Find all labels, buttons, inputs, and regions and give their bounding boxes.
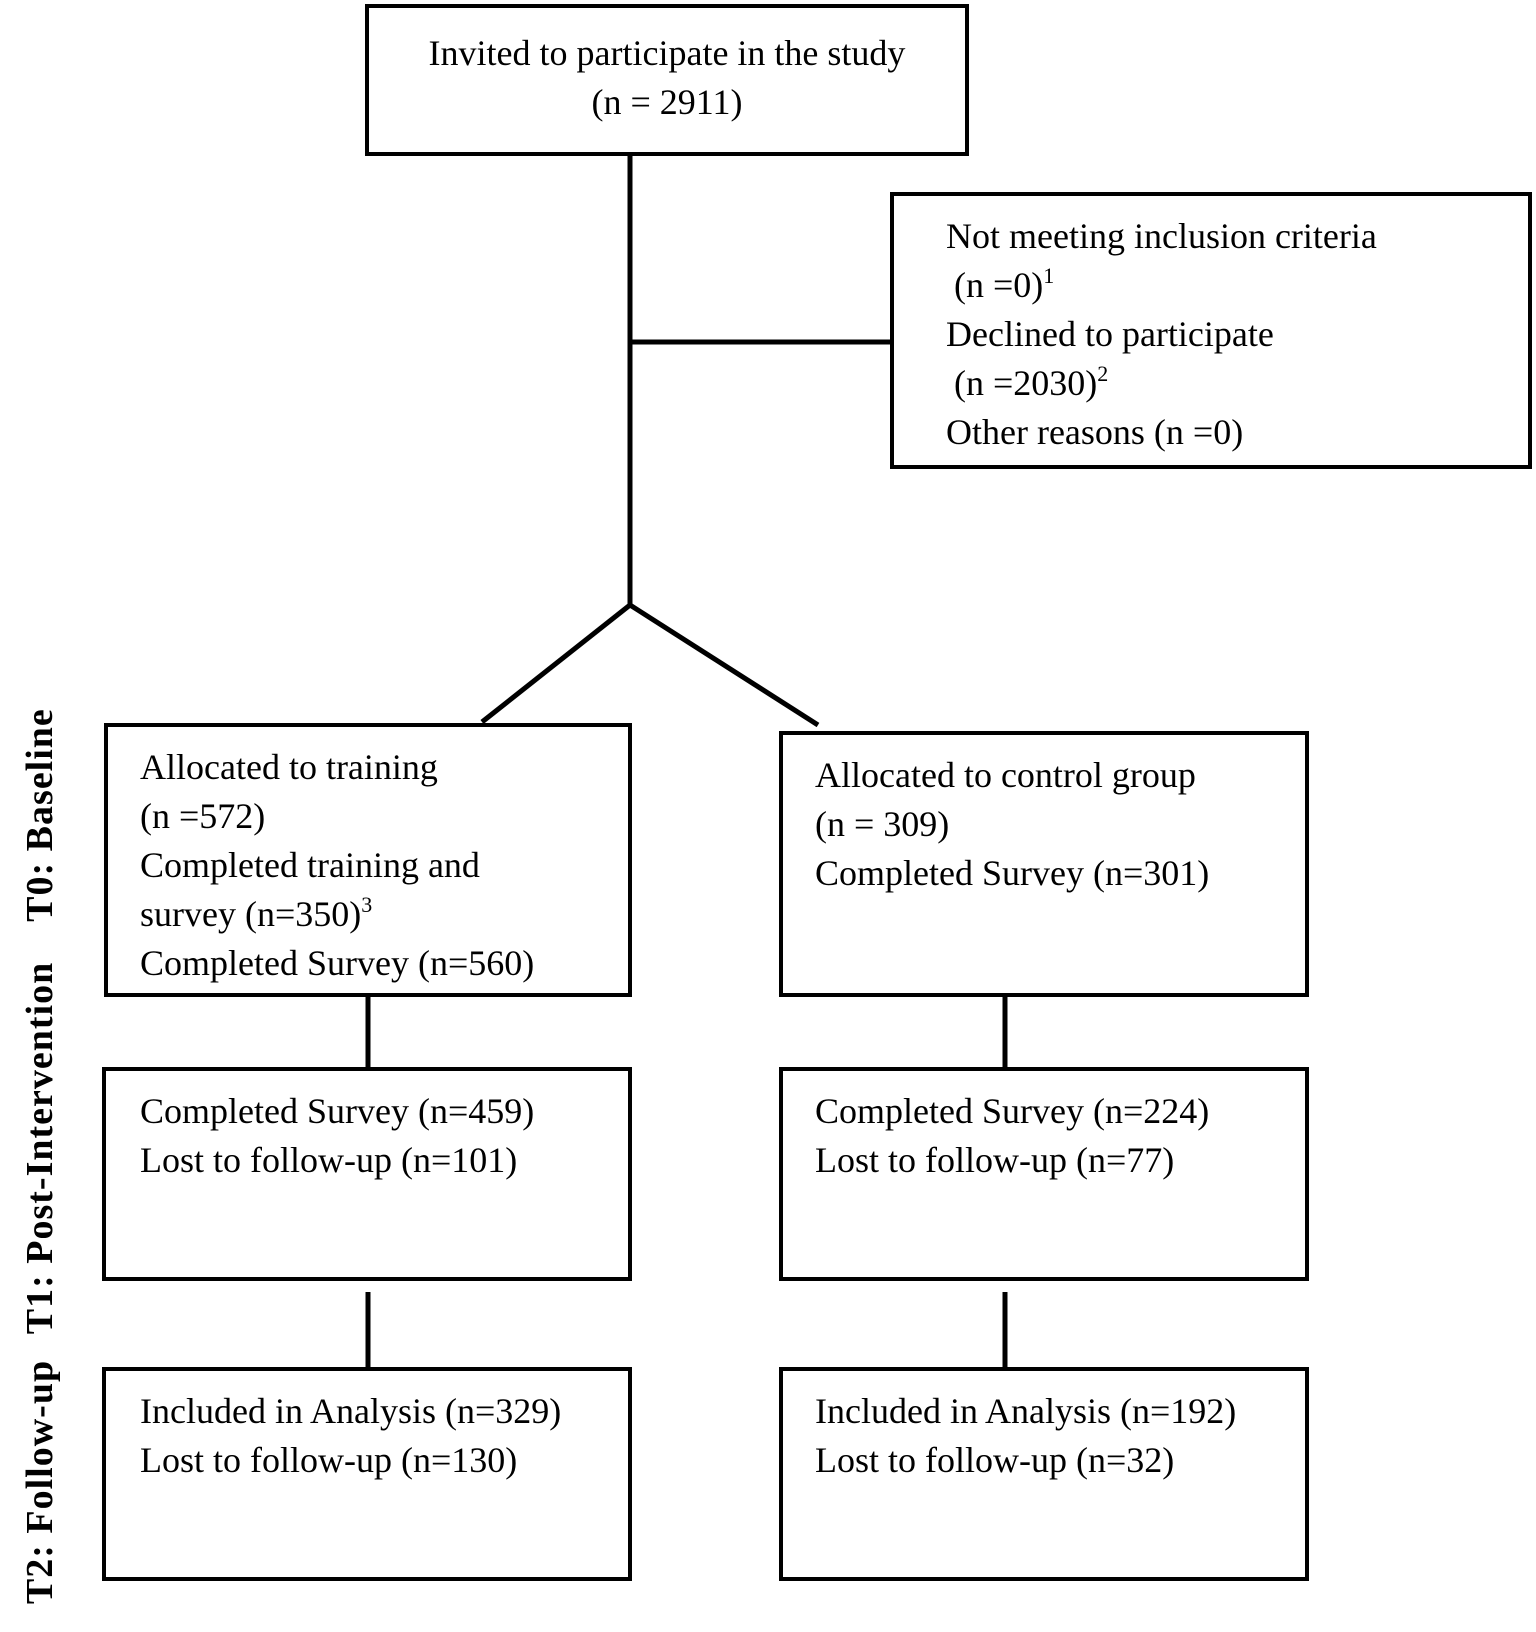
declined-count: (n =2030)2: [954, 361, 1109, 404]
not-meeting-criteria-count: (n =0)1: [954, 263, 1055, 306]
not-meeting-criteria-label: Not meeting inclusion criteria: [946, 216, 1377, 256]
training-survey-count: Completed Survey (n=560): [140, 943, 535, 983]
training-completed-label: Completed training and: [140, 845, 480, 885]
training-t2-lost: Lost to follow-up (n=130): [140, 1440, 518, 1480]
connector-split-training: [480, 603, 632, 724]
footnote-2-marker: 2: [1097, 361, 1109, 386]
control-allocated-label: Allocated to control group: [815, 755, 1196, 795]
training-allocated-label: Allocated to training: [140, 747, 438, 787]
footnote-3-marker: 3: [361, 892, 373, 917]
training-post-intervention-box: Completed Survey (n=459) Lost to follow-…: [102, 1067, 632, 1281]
control-survey-count: Completed Survey (n=301): [815, 853, 1210, 893]
footnote-1-marker: 1: [1043, 263, 1055, 288]
training-follow-up-box: Included in Analysis (n=329) Lost to fol…: [102, 1367, 632, 1581]
control-t2-lost: Lost to follow-up (n=32): [815, 1440, 1175, 1480]
invited-box: Invited to participate in the study (n =…: [365, 4, 969, 156]
training-t1-lost: Lost to follow-up (n=101): [140, 1140, 518, 1180]
control-t1-lost: Lost to follow-up (n=77): [815, 1140, 1175, 1180]
control-t1-completed: Completed Survey (n=224): [815, 1091, 1210, 1131]
declined-label: Declined to participate: [946, 314, 1274, 354]
excluded-box: Not meeting inclusion criteria (n =0)1 D…: [890, 192, 1532, 469]
control-follow-up-box: Included in Analysis (n=192) Lost to fol…: [779, 1367, 1309, 1581]
phase-label-baseline: T0: Baseline: [19, 708, 61, 922]
phase-label-post-intervention: T1: Post-Intervention: [19, 961, 61, 1335]
other-reasons-label: Other reasons (n =0): [946, 412, 1244, 452]
training-completed-count: survey (n=350)3: [140, 892, 373, 935]
invited-count: (n = 2911): [591, 82, 743, 122]
control-post-intervention-box: Completed Survey (n=224) Lost to follow-…: [779, 1067, 1309, 1281]
control-allocated-count: (n = 309): [815, 804, 950, 844]
training-allocated-count: (n =572): [140, 796, 266, 836]
training-baseline-box: Allocated to training (n =572) Completed…: [104, 723, 632, 997]
training-t1-completed: Completed Survey (n=459): [140, 1091, 535, 1131]
connector-split-control: [628, 602, 820, 728]
training-t2-included: Included in Analysis (n=329): [140, 1391, 562, 1431]
invited-label: Invited to participate in the study: [428, 33, 906, 73]
phase-label-follow-up: T2: Follow-up: [19, 1359, 61, 1605]
control-baseline-box: Allocated to control group (n = 309) Com…: [779, 731, 1309, 997]
control-t2-included: Included in Analysis (n=192): [815, 1391, 1237, 1431]
